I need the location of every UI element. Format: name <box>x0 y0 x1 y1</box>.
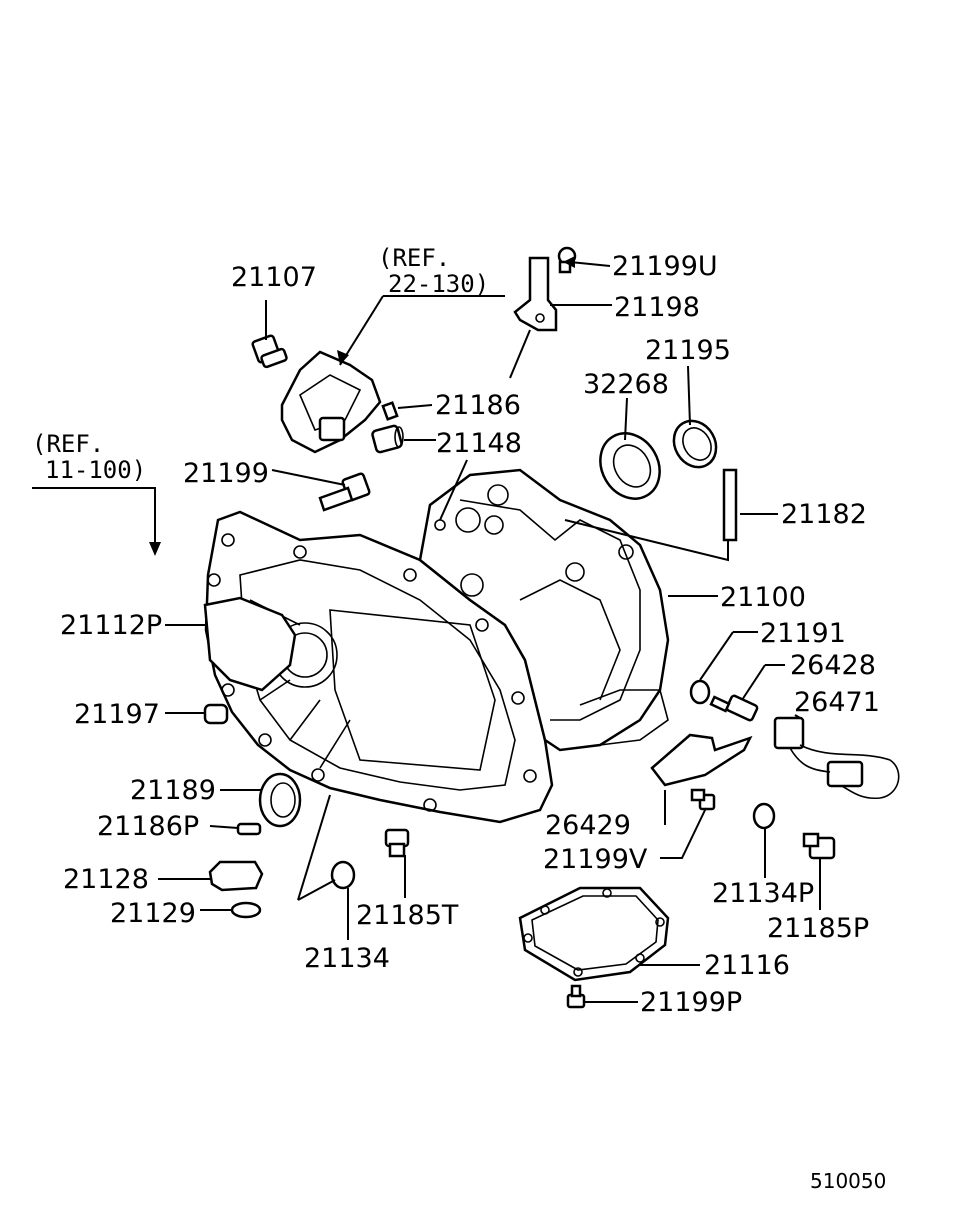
part-label-21100: 21100 <box>720 582 806 613</box>
part-26471-harness-drawing <box>773 716 900 800</box>
part-21197-plug-drawing <box>203 703 229 725</box>
part-label-21134P: 21134P <box>712 878 814 909</box>
part-21186P-pin-drawing <box>236 822 262 836</box>
diagram-code: 510050 <box>810 1169 886 1193</box>
part-label-21116: 21116 <box>704 950 790 981</box>
part-21185P-drain-plug-drawing <box>802 832 836 860</box>
part-label-21199U: 21199U <box>612 251 718 282</box>
part-label-32268: 32268 <box>583 369 669 400</box>
part-label-21148: 21148 <box>436 428 522 459</box>
part-26429-bracket-drawing <box>650 733 753 787</box>
part-21191-washer-drawing <box>689 679 711 705</box>
part-label-21185T: 21185T <box>356 900 459 931</box>
part-21112P-cover-drawing <box>203 596 297 692</box>
part-21199-bolt-drawing <box>318 472 371 512</box>
part-label-21198: 21198 <box>614 292 700 323</box>
part-label-21134: 21134 <box>304 943 390 974</box>
reference-label-22-130: 22-130) <box>388 270 489 298</box>
part-label-21199V: 21199V <box>543 844 648 875</box>
part-21134-gasket-drawing <box>330 860 356 890</box>
part-21185T-drain-plug-drawing <box>384 828 410 858</box>
part-label-21185P: 21185P <box>767 913 869 944</box>
part-21128-bracket-drawing <box>208 860 264 892</box>
part-label-21197: 21197 <box>74 699 160 730</box>
part-label-21182: 21182 <box>781 499 867 530</box>
part-21189-oil-seal-drawing <box>258 772 302 828</box>
part-21199V-bolt-drawing <box>690 788 716 811</box>
part-21129-cap-drawing <box>230 901 262 919</box>
part-21116-pan-gasket-drawing <box>518 886 670 982</box>
part-label-26428: 26428 <box>790 650 876 681</box>
part-label-21129: 21129 <box>110 898 196 929</box>
part-21182-stud-drawing <box>722 468 738 542</box>
part-21186-pin-drawing <box>381 401 399 421</box>
part-label-21107: 21107 <box>231 262 317 293</box>
reference-label-11-100: (REF. <box>32 430 104 458</box>
transaxle-case-illustration <box>204 468 670 824</box>
part-21199P-bolt-drawing <box>566 984 586 1009</box>
reference-label-11-100: 11-100) <box>45 456 146 484</box>
part-21134P-gasket-drawing <box>752 802 776 830</box>
part-label-21199: 21199 <box>183 458 269 489</box>
leader-lines <box>32 261 821 1003</box>
part-21198-bracket-drawing <box>513 256 558 332</box>
part-label-21186: 21186 <box>435 390 521 421</box>
part-label-21128: 21128 <box>63 864 149 895</box>
part-label-21195: 21195 <box>645 335 731 366</box>
part-label-21191: 21191 <box>760 618 846 649</box>
parts-illustrations <box>203 246 900 1009</box>
part-21195-ring-drawing <box>672 419 718 469</box>
part-label-26471: 26471 <box>794 687 880 718</box>
part-32268-oil-seal-drawing <box>599 432 661 500</box>
part-26428-sensor-drawing <box>709 694 759 722</box>
part-label-21199P: 21199P <box>640 987 742 1018</box>
shift-lever-housing-drawing <box>280 350 382 454</box>
part-21107-plug-drawing <box>251 334 288 369</box>
part-label-21189: 21189 <box>130 775 216 806</box>
part-label-21112P: 21112P <box>60 610 162 641</box>
part-label-26429: 26429 <box>545 810 631 841</box>
reference-label-22-130: (REF. <box>378 244 450 272</box>
part-label-21186P: 21186P <box>97 811 199 842</box>
part-21148-bushing-drawing <box>371 424 404 454</box>
